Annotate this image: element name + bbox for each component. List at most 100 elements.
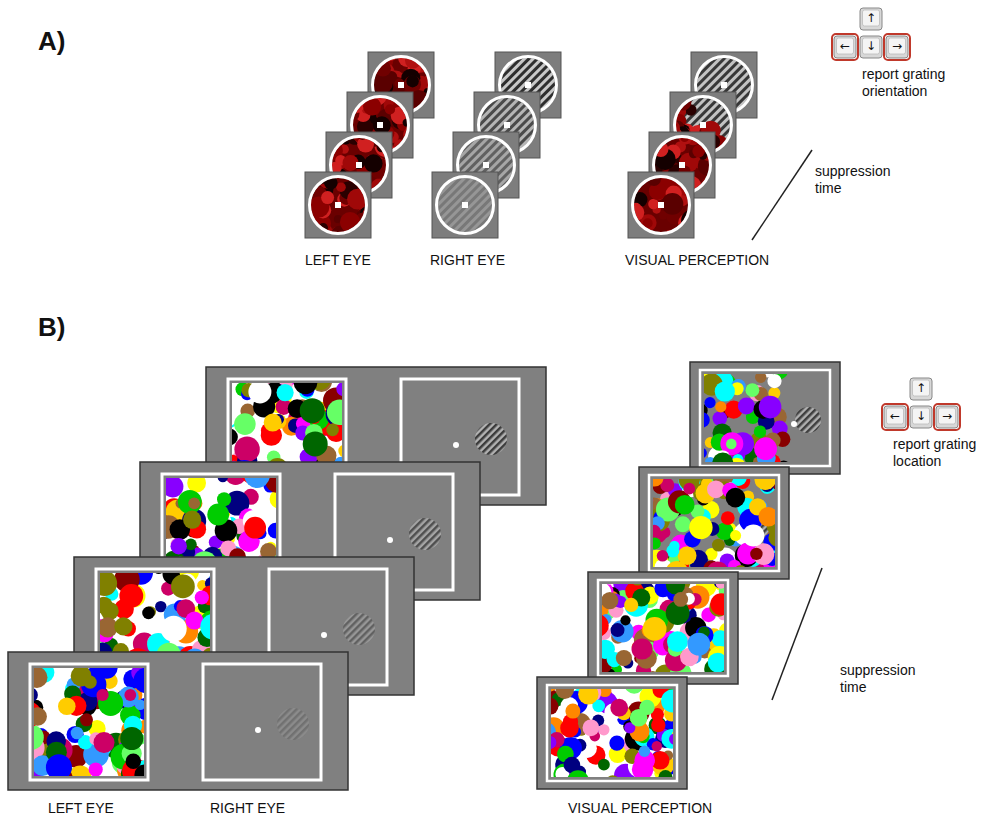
mondrian-disc [726, 439, 737, 450]
key-arrow: ← [884, 405, 906, 427]
mondrian-disc [651, 718, 665, 732]
mondrian-disc [602, 640, 615, 659]
mondrian-disc [707, 480, 725, 498]
mondrian-disc [759, 507, 776, 527]
mondrian-disc [678, 231, 689, 242]
mondrian-disc [556, 689, 574, 699]
mondrian-disc [702, 129, 718, 145]
mondrian-mask [661, 86, 742, 163]
key-arrow: → [936, 405, 958, 427]
mondrian-disc [135, 700, 144, 711]
mondrian-mask [34, 668, 144, 776]
mondrian-disc [565, 704, 580, 719]
mondrian-disc [178, 490, 202, 514]
mondrian-disc [551, 698, 558, 715]
mondrian-disc [200, 614, 210, 640]
fusion-frame [547, 685, 677, 781]
keyboard-key [884, 406, 906, 428]
mondrian-disc [406, 75, 418, 87]
fixation-point [356, 162, 362, 168]
mondrian-disc [134, 668, 144, 693]
grating [795, 407, 821, 433]
mondrian-disc [673, 592, 688, 607]
mask-ground [602, 584, 724, 672]
mondrian-disc [248, 383, 271, 403]
mondrian-disc [616, 650, 632, 666]
mondrian-disc [726, 488, 746, 508]
keyboard-key [834, 36, 856, 58]
mondrian-disc [598, 724, 609, 735]
mondrian-disc [277, 384, 294, 401]
key-highlight [832, 34, 858, 60]
mondrian-disc [300, 398, 325, 423]
mondrian-disc [234, 413, 256, 435]
mondrian-disc [58, 697, 76, 715]
mondrian-disc [667, 631, 688, 652]
mondrian-disc [114, 617, 132, 635]
mondrian-disc [669, 541, 679, 551]
fixation-point [679, 162, 685, 168]
mondrian-disc [727, 148, 742, 163]
mondrian-disc [34, 707, 47, 725]
mondrian-disc [704, 448, 707, 459]
mondrian-disc [635, 169, 644, 178]
mondrian-disc [95, 668, 117, 679]
mondrian-disc [602, 614, 609, 637]
display-frame [690, 362, 840, 474]
mondrian-disc [336, 182, 346, 192]
mondrian-disc [626, 219, 636, 229]
display-frame [537, 677, 687, 789]
mondrian-disc [611, 623, 625, 637]
mondrian-disc [653, 494, 654, 506]
mondrian-disc [34, 668, 48, 688]
eye-label: LEFT EYE [305, 252, 371, 269]
mondrian-disc [662, 86, 681, 105]
stimulus-square [432, 172, 498, 238]
mondrian-disc [650, 132, 661, 143]
mondrian-disc [583, 719, 600, 736]
fixation-point [658, 202, 664, 208]
mondrian-disc [378, 130, 393, 145]
display-frame [8, 652, 348, 790]
mondrian-disc [328, 123, 347, 142]
mondrian-disc [393, 89, 403, 99]
mondrian-disc [381, 132, 397, 148]
mondrian-disc [171, 575, 195, 599]
mondrian-disc [714, 584, 724, 588]
mondrian-disc [326, 424, 339, 437]
mondrian-disc [643, 617, 667, 641]
mondrian-disc [708, 143, 717, 152]
grating [409, 518, 441, 550]
mondrian-disc [610, 699, 628, 717]
mondrian-disc [675, 516, 691, 532]
mondrian-disc [754, 426, 766, 438]
fusion-frame [203, 664, 321, 780]
mondrian-disc [658, 770, 672, 777]
mondrian-disc [264, 414, 282, 432]
mondrian-disc [324, 135, 337, 148]
mondrian-disc [161, 616, 187, 642]
mondrian-disc [268, 523, 276, 539]
fixation-point [377, 122, 383, 128]
panel-letter: B) [38, 312, 65, 343]
mondrian-disc [218, 478, 228, 482]
mondrian-disc [244, 478, 270, 488]
mondrian-disc [666, 95, 676, 105]
mondrian-disc [754, 437, 777, 460]
mondrian-disc [338, 445, 342, 457]
mondrian-mask [653, 479, 775, 567]
mondrian-disc [360, 172, 377, 189]
mondrian-disc [124, 689, 136, 701]
mondrian-disc [707, 562, 729, 567]
fixation-point [504, 122, 510, 128]
fixation-point [700, 122, 706, 128]
mondrian-disc [625, 219, 635, 229]
mondrian-disc [713, 411, 728, 426]
mondrian-disc [716, 584, 724, 589]
mondrian-disc [578, 689, 598, 705]
mondrian-disc [647, 133, 661, 147]
mondrian-disc [620, 615, 630, 625]
grating [475, 423, 507, 455]
mondrian-disc [34, 688, 38, 702]
fusion-frame [598, 580, 728, 676]
